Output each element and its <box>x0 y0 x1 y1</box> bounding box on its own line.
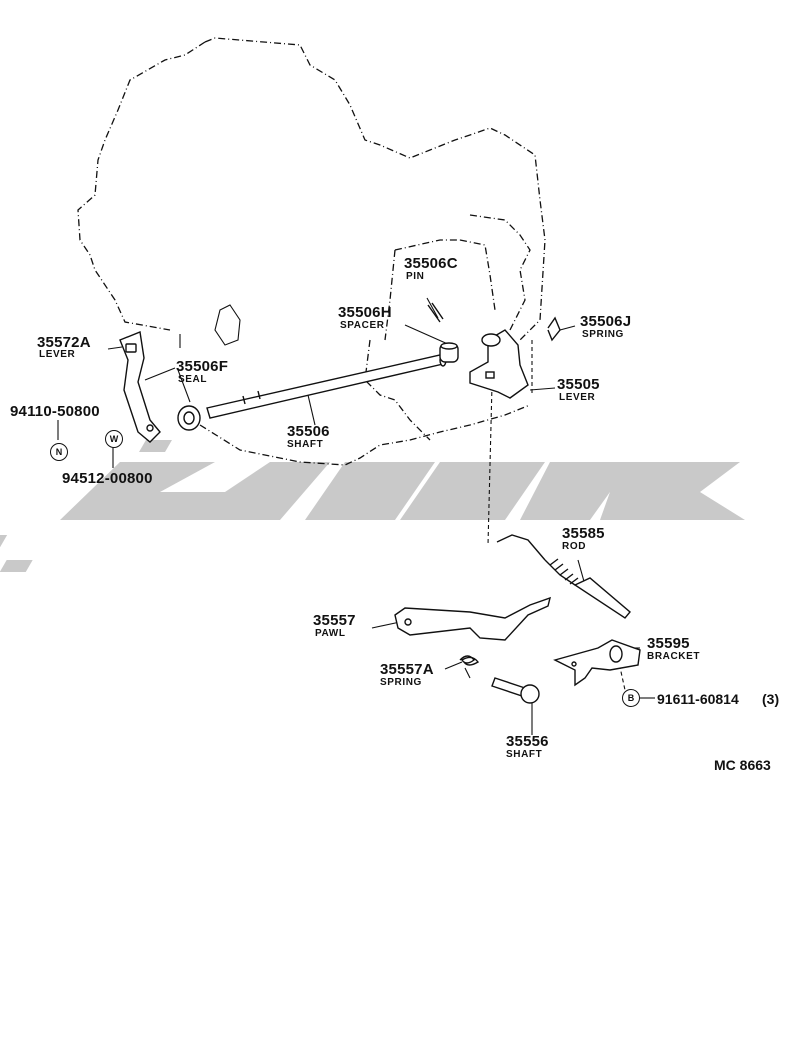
fastener-number-94110: 94110-50800 <box>10 403 100 420</box>
watermark-logo <box>0 440 745 572</box>
fastener-qty: (3) <box>762 691 780 707</box>
shaft-35556 <box>491 677 540 704</box>
part-number-35595: 35595 <box>647 635 690 652</box>
lever-35505 <box>469 329 529 399</box>
transmission-housing <box>77 37 546 466</box>
pawl-35557 <box>394 596 551 641</box>
part-number-35505: 35505 <box>557 376 600 393</box>
part-number-35506f: 35506F <box>176 358 229 375</box>
symbol-b-icon: B <box>622 689 640 707</box>
part-number-35572a: 35572A <box>37 334 91 351</box>
leader-lines <box>57 297 655 735</box>
pin-35506c <box>427 302 444 323</box>
part-number-35556: 35556 <box>506 733 549 750</box>
lever-35572a <box>119 331 161 443</box>
spring-35506j <box>547 316 561 342</box>
spacer-35506h <box>439 342 459 363</box>
symbol-n-icon: N <box>50 443 68 461</box>
part-name-pin: PIN <box>406 271 425 282</box>
part-name-seal: SEAL <box>178 374 208 385</box>
fastener-number-91611: 91611-60814 <box>657 691 739 707</box>
part-number-35506c: 35506C <box>404 255 458 272</box>
part-number-35506: 35506 <box>287 423 330 440</box>
part-number-35506h: 35506H <box>338 304 392 321</box>
spring-35557a <box>459 655 480 666</box>
part-name-pawl: PAWL <box>315 628 346 639</box>
seal-35506f <box>177 405 201 431</box>
part-number-35585: 35585 <box>562 525 605 542</box>
part-name-spacer: SPACER <box>340 320 385 331</box>
symbol-w-icon: W <box>105 430 123 448</box>
part-name-shaft: SHAFT <box>287 439 324 450</box>
fastener-number-94512: 94512-00800 <box>62 470 153 487</box>
part-name-spring-a: SPRING <box>380 677 422 688</box>
part-name-lever: LEVER <box>559 392 596 403</box>
part-number-35557: 35557 <box>313 612 356 629</box>
part-name-lever-a: LEVER <box>39 349 76 360</box>
drawing-code: MC 8663 <box>714 757 771 773</box>
part-name-rod: ROD <box>562 541 587 552</box>
shaft-35506 <box>206 353 447 419</box>
part-name-shaft-2: SHAFT <box>506 749 543 760</box>
rod-35585 <box>496 534 631 619</box>
part-number-35557a: 35557A <box>380 661 434 678</box>
part-name-spring-j: SPRING <box>582 329 624 340</box>
dashed-connectors <box>487 340 626 691</box>
part-number-35506j: 35506J <box>580 313 632 330</box>
bracket-35595 <box>553 639 641 687</box>
part-name-bracket: BRACKET <box>647 651 701 662</box>
